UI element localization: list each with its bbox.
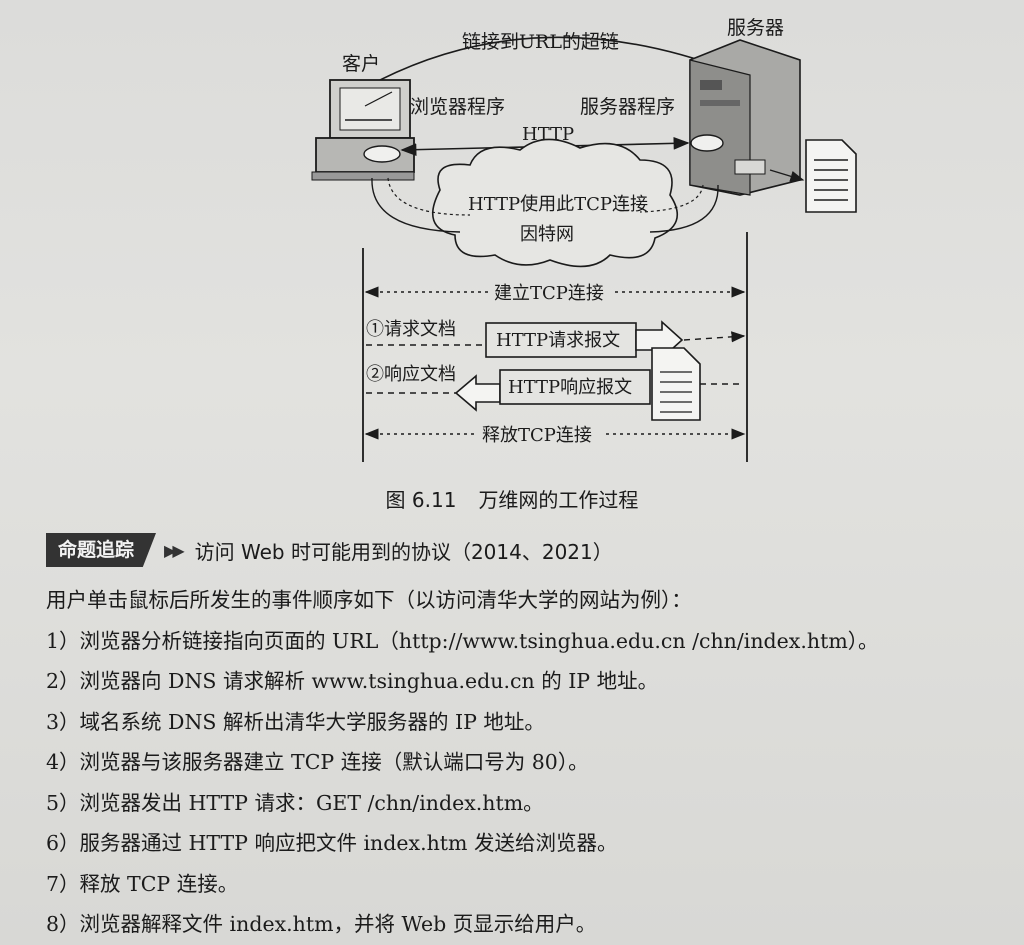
client-computer-icon (311, 79, 415, 181)
step-item: 7）释放 TCP 连接。 (46, 871, 239, 896)
step-item: 6）服务器通过 HTTP 响应把文件 index.htm 发送给浏览器。 (46, 831, 618, 855)
step-item: 5）浏览器发出 HTTP 请求：GET /chn/index.htm。 (46, 790, 544, 815)
server-program-label: 服务器程序 (580, 96, 675, 118)
http-response-label: HTTP响应报文 (508, 377, 632, 398)
browser-label: 浏览器程序 (410, 96, 505, 118)
step-item: 8）浏览器解释文件 index.htm，并将 Web 页显示给用户。 (46, 912, 597, 936)
response-document-icon (651, 347, 701, 421)
hyperlink-label: 链接到URL的超链 (462, 31, 619, 53)
http-tcp-label: HTTP使用此TCP连接 (468, 194, 648, 215)
tracker-badge: 命题追踪 (46, 533, 157, 567)
client-label: 客户 (342, 53, 380, 75)
server-label: 服务器 (727, 17, 784, 39)
figure-caption: 图 6.11 万维网的工作过程 (0, 484, 1024, 513)
step-item: 2）浏览器向 DNS 请求解析 www.tsinghua.edu.cn 的 IP… (46, 669, 659, 693)
release-tcp-label: 释放TCP连接 (482, 425, 592, 446)
tracker-text: 访问 Web 时可能用到的协议（2014、2021） (194, 539, 613, 564)
step-item: 3）域名系统 DNS 解析出清华大学服务器的 IP 地址。 (46, 709, 545, 734)
internet-cloud (431, 138, 679, 268)
http-request-label: HTTP请求报文 (496, 330, 620, 351)
response-doc-label: ②响应文档 (366, 364, 456, 385)
http-label: HTTP (522, 124, 574, 145)
establish-tcp-label: 建立TCP连接 (494, 283, 604, 304)
body-text: 用户单击鼠标后所发生的事件顺序如下（以访问清华大学的网站为例）： 1）浏览器分析… (46, 580, 1016, 945)
intro-paragraph: 用户单击鼠标后所发生的事件顺序如下（以访问清华大学的网站为例）： (46, 588, 692, 612)
http-response-box (499, 369, 651, 405)
server-icon (689, 39, 801, 196)
internet-label: 因特网 (520, 224, 574, 245)
hyperlink-arc (379, 36, 730, 81)
double-arrow-icon: ▶▶ (164, 540, 185, 560)
step-item: 1）浏览器分析链接指向页面的 URL（http://www.tsinghua.e… (46, 628, 879, 653)
figure-number: 图 6.11 (385, 488, 457, 512)
figure-title: 万维网的工作过程 (478, 488, 639, 512)
web-workflow-diagram: 链接到URL的超链 客户 浏览器程序 服务 (311, 17, 857, 462)
request-doc-label: ①请求文档 (366, 319, 456, 340)
step-item: 4）浏览器与该服务器建立 TCP 连接（默认端口号为 80）。 (46, 750, 589, 774)
topic-tracker: 命题追踪 ▶▶ 访问 Web 时可能用到的协议（2014、2021） (46, 532, 613, 568)
http-request-box (485, 322, 637, 358)
document-icon (805, 139, 857, 213)
